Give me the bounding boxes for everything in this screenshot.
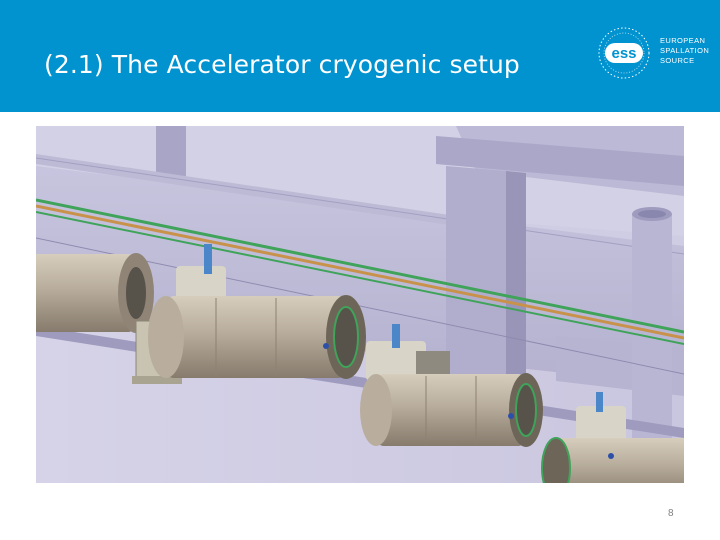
- ess-logo-wordmark: EUROPEAN SPALLATION SOURCE: [660, 36, 710, 65]
- title-banner: (2.1) The Accelerator cryogenic setup es…: [0, 0, 720, 112]
- ess-logo-icon: ess: [598, 27, 650, 79]
- ess-logo: ess EUROPEAN SPALLATION SOURCE: [596, 22, 716, 84]
- accelerator-tunnel-illustration: [36, 126, 684, 483]
- svg-text:ess: ess: [611, 45, 636, 62]
- page-number: 8: [668, 508, 674, 519]
- cryogenic-setup-render: [36, 126, 684, 483]
- slide-title: (2.1) The Accelerator cryogenic setup: [44, 50, 520, 79]
